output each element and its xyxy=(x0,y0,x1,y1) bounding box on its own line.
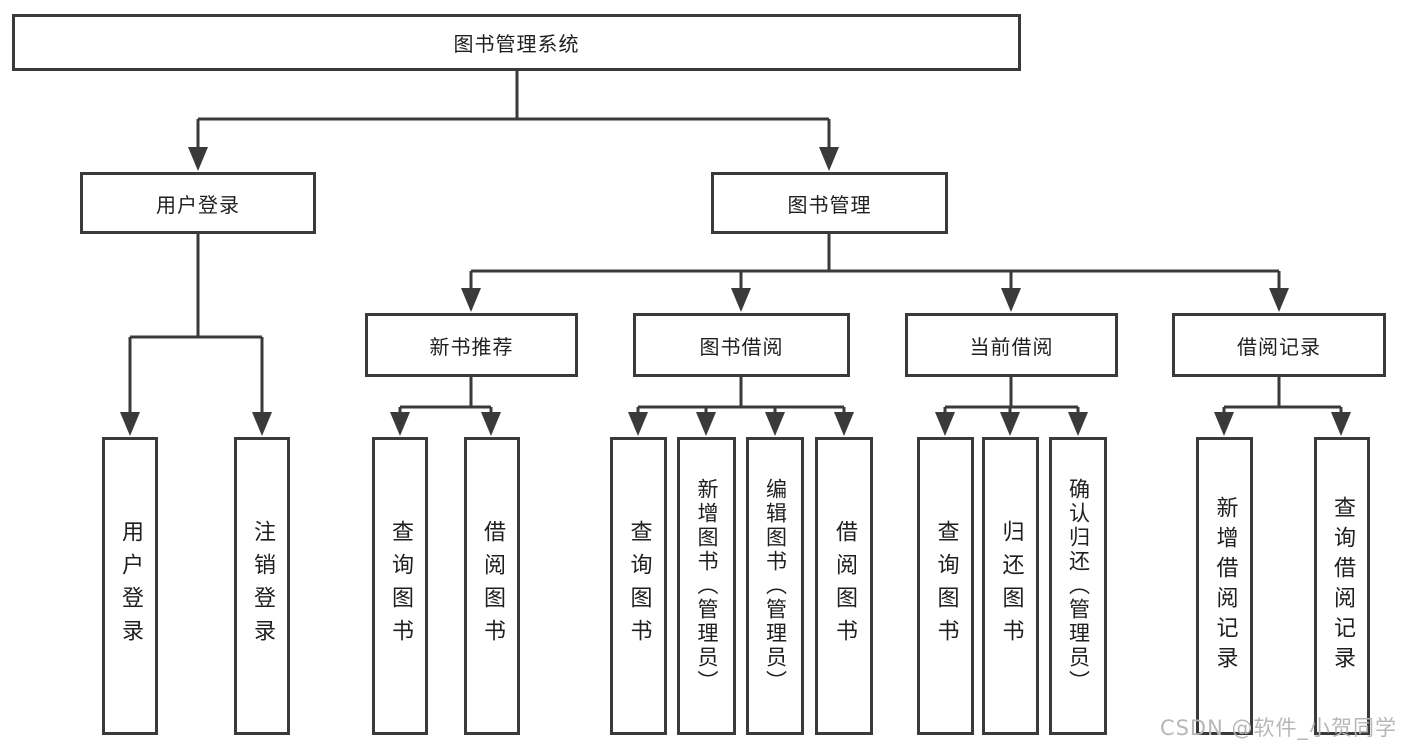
leaf-add-books-admin: 新增图书（管理员） xyxy=(677,437,736,735)
leaf-borrow-books: 借阅图书 xyxy=(815,437,873,735)
leaf-label: 借阅图书 xyxy=(480,520,505,652)
leaf-label: 查询借阅记录 xyxy=(1330,496,1355,676)
leaf-edit-books-admin: 编辑图书（管理员） xyxy=(746,437,804,735)
arrow-down-icons xyxy=(120,147,1351,436)
leaf-add-borrow-record: 新增借阅记录 xyxy=(1196,437,1253,735)
node-current-borrow: 当前借阅 xyxy=(905,313,1118,377)
leaf-confirm-return-admin: 确认归还（管理员） xyxy=(1049,437,1107,735)
leaf-query-books-current: 查询图书 xyxy=(917,437,974,735)
leaf-label: 新增借阅记录 xyxy=(1212,496,1238,676)
leaf-label: 查询图书 xyxy=(933,520,959,652)
node-library-management-system: 图书管理系统 xyxy=(12,14,1021,71)
leaf-label: 新增图书（管理员） xyxy=(695,478,719,694)
leaf-label: 确认归还（管理员） xyxy=(1066,478,1091,694)
leaf-label: 查询图书 xyxy=(626,520,652,652)
leaf-label: 查询图书 xyxy=(388,520,413,652)
leaf-logout: 注销登录 xyxy=(234,437,290,735)
leaf-label: 用户登录 xyxy=(118,520,143,652)
leaf-label: 归还图书 xyxy=(998,520,1024,652)
leaf-query-books-borrow: 查询图书 xyxy=(610,437,667,735)
leaf-user-login: 用户登录 xyxy=(102,437,158,735)
node-book-management: 图书管理 xyxy=(711,172,948,234)
leaf-query-borrow-record: 查询借阅记录 xyxy=(1314,437,1370,735)
csdn-watermark: CSDN @软件_小贺同学 xyxy=(1159,716,1397,740)
node-book-borrow: 图书借阅 xyxy=(633,313,850,377)
node-new-book-recommend: 新书推荐 xyxy=(365,313,578,377)
tree-edges xyxy=(128,70,1343,414)
leaf-borrow-books-recommend: 借阅图书 xyxy=(464,437,520,735)
leaf-query-books-recommend: 查询图书 xyxy=(372,437,428,735)
node-borrow-records: 借阅记录 xyxy=(1172,313,1386,377)
leaf-label: 借阅图书 xyxy=(832,520,857,652)
leaf-label: 注销登录 xyxy=(250,520,275,652)
leaf-label: 编辑图书（管理员） xyxy=(763,478,788,694)
leaf-return-books: 归还图书 xyxy=(982,437,1039,735)
node-user-login: 用户登录 xyxy=(80,172,316,234)
